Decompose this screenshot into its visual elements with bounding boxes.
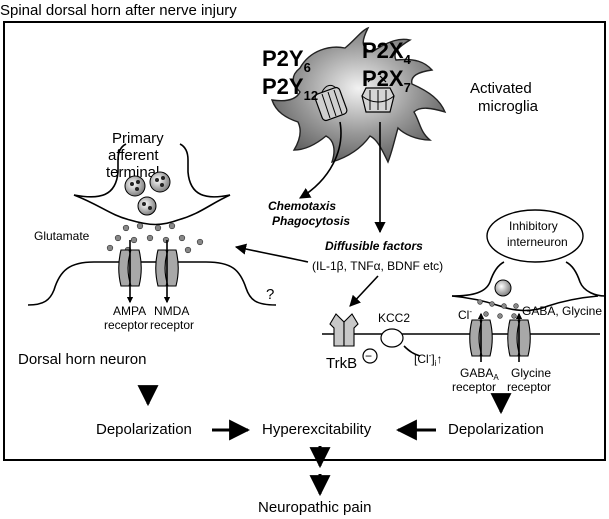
trkb-label: TrkB [326, 355, 357, 372]
p2x-receptor-icon [361, 75, 395, 113]
glycine-receptor-label-2: receptor [507, 380, 551, 394]
nmda-receptor-icon [155, 249, 179, 287]
inhibitory-label-1: Inhibitory [509, 219, 558, 233]
ampa-label-1: AMPA [113, 304, 146, 318]
arrow-to-trkb [349, 275, 379, 307]
kcc2-link [403, 345, 421, 357]
inhibit-sign [362, 348, 378, 364]
inhibit-sign-text: − [365, 349, 372, 363]
hyperexcitability: Hyperexcitability [262, 421, 372, 438]
phagocytosis-label: Phagocytosis [272, 214, 350, 228]
vesicles-afferent [124, 171, 171, 216]
arrow-to-neuron [234, 243, 309, 263]
afferent-terminal-outline [73, 160, 231, 198]
inhibitory-bubble [486, 209, 584, 263]
dorsal-horn-membrane [27, 261, 277, 306]
dorsal-horn-neuron-label: Dorsal horn neuron [18, 351, 146, 368]
primary-afferent-2: afferent [108, 147, 159, 164]
gaba-dots [477, 299, 519, 319]
chloride-label: Cl- [458, 307, 472, 322]
primary-afferent-1: Primary [112, 130, 164, 147]
primary-afferent-3: terminal [106, 164, 159, 181]
p2x4-label: P2X4 [362, 38, 412, 67]
gabaa-label-2: receptor [452, 380, 496, 394]
glycine-receptor-label-1: Glycine [511, 366, 551, 380]
inhibitory-vesicle [494, 279, 512, 297]
diagram-title: Spinal dorsal horn after nerve injury [0, 2, 237, 19]
p2y-receptor-icon [314, 84, 348, 122]
inhibitory-terminal-outline [451, 261, 606, 297]
glutamate-label: Glutamate [34, 229, 90, 243]
afferent-stalk [117, 143, 189, 161]
diffusible-factors-list: (IL-1β, TNFα, BDNF etc) [312, 259, 443, 273]
ampa-receptor-icon [118, 249, 142, 287]
kcc2-transporter-icon [380, 328, 404, 348]
depolarization-left: Depolarization [96, 421, 192, 438]
trkb-receptor-icon [329, 313, 359, 347]
microglia-cell [270, 26, 447, 164]
ampa-label-2: receptor [104, 318, 148, 332]
chemotaxis-label: Chemotaxis [268, 199, 336, 213]
frame [3, 21, 606, 461]
diffusible-factors-title: Diffusible factors [325, 239, 423, 253]
glutamate-dots [106, 222, 204, 254]
p2y6-label: P2Y6 [262, 46, 311, 75]
inhibitory-label-2: interneuron [507, 235, 568, 249]
kcc2-label: KCC2 [378, 311, 410, 325]
cl-concentration-label: [Cl-]i↑ [414, 351, 442, 368]
nmda-label-1: NMDA [154, 304, 189, 318]
microglia-label-2: microglia [478, 98, 539, 115]
neuropathic-pain: Neuropathic pain [258, 499, 371, 516]
afferent-terminal-bottom [73, 194, 231, 226]
p2y12-label: P2Y12 [262, 74, 318, 103]
arrow-to-chemotaxis [299, 121, 342, 199]
question-mark: ? [266, 286, 274, 303]
depolarization-right: Depolarization [448, 421, 544, 438]
gaba-glycine-label: GABA, Glycine [522, 304, 602, 318]
nmda-label-2: receptor [150, 318, 194, 332]
p2x7-label: P2X7 [362, 66, 411, 95]
gabaa-label-1: GABAA [460, 366, 499, 382]
gabaa-receptor-icon [469, 319, 493, 357]
microglia-label-1: Activated [470, 80, 532, 97]
glycine-receptor-icon [507, 319, 531, 357]
